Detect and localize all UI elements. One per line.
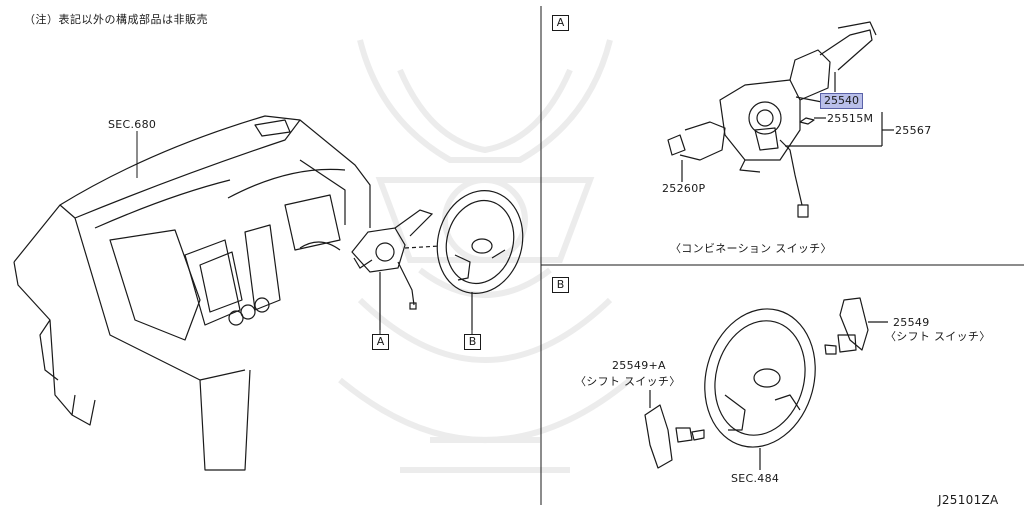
sec-680-label: SEC.680 — [108, 118, 157, 131]
dashboard-drawing — [13, 115, 371, 471]
panel-a-label: A — [552, 15, 569, 31]
combination-switch-caption: 〈コンビネーション スイッチ〉 — [670, 242, 832, 255]
dashboard-steering-wheel — [436, 190, 524, 330]
diagram-id: J25101ZA — [938, 493, 999, 507]
dashboard-switch-drawing — [351, 209, 441, 330]
leader-lines — [136, 131, 473, 334]
shift-switch-right-caption: 〈シフト スイッチ〉 — [885, 330, 991, 343]
part-25549-label[interactable]: 25549 — [893, 316, 930, 329]
part-25540-label[interactable]: 25540 — [820, 93, 863, 109]
view-b-marker[interactable]: B — [464, 334, 481, 350]
part-25515m-label[interactable]: 25515M — [827, 112, 874, 125]
note-text: （注）表記以外の構成部品は非販売 — [24, 13, 208, 26]
steering-wheel-drawing — [644, 297, 888, 470]
shift-switch-left-caption: 〈シフト スイッチ〉 — [575, 375, 681, 388]
combination-switch-drawing — [667, 21, 894, 218]
part-25260p-label[interactable]: 25260P — [662, 182, 706, 195]
panel-dividers — [540, 6, 1024, 505]
part-25549a-label[interactable]: 25549+A — [612, 359, 666, 372]
part-25567-label[interactable]: 25567 — [895, 124, 932, 137]
sec-484-label: SEC.484 — [731, 472, 780, 485]
panel-b-label: B — [552, 277, 569, 293]
view-a-marker[interactable]: A — [372, 334, 389, 350]
watermark-emblem — [338, 39, 632, 473]
